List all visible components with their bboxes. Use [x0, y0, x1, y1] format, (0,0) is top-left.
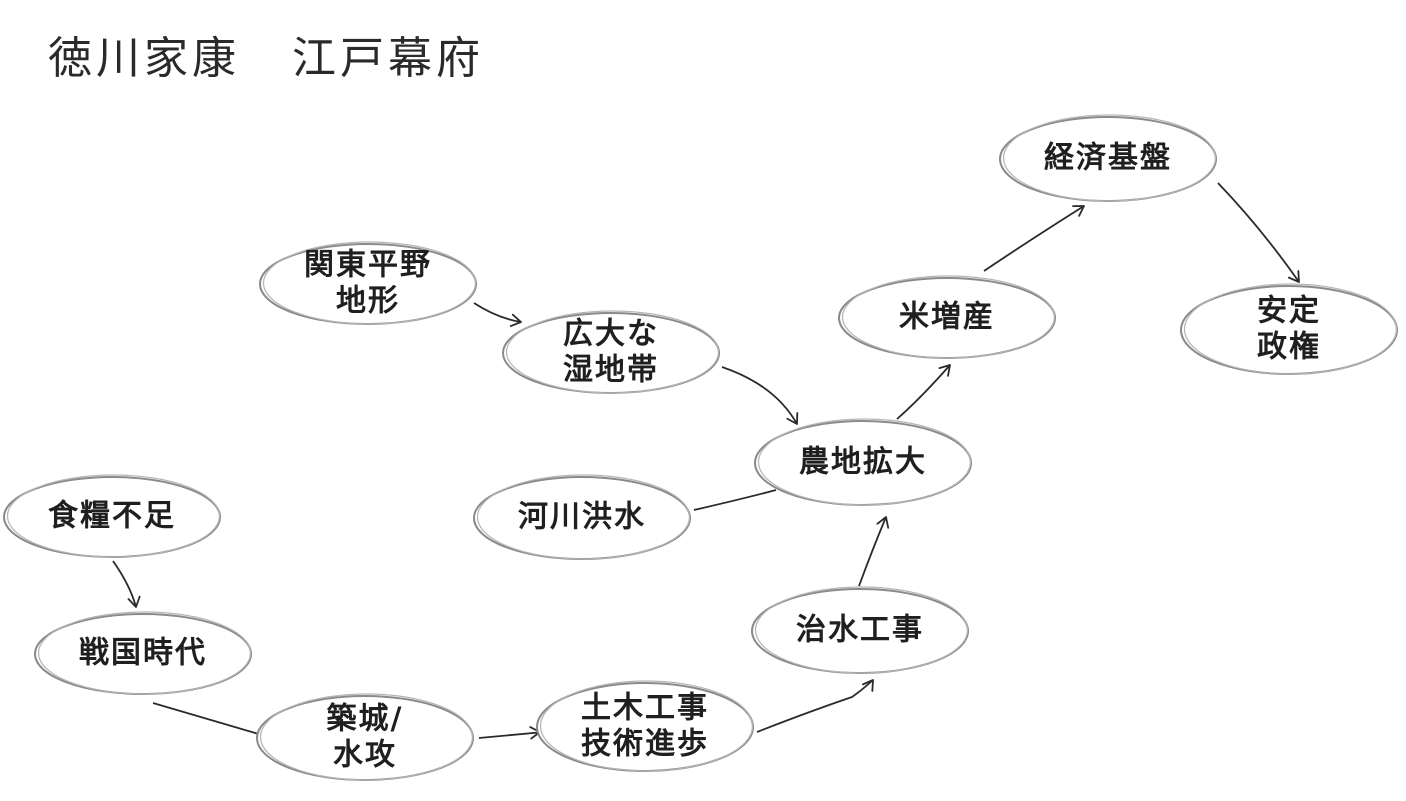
arrowhead-icon: [862, 679, 874, 692]
node-label: 米増産: [899, 300, 995, 335]
edge-line: [693, 489, 777, 511]
node-sengoku: 戦国時代: [34, 611, 252, 695]
arrowhead-icon: [786, 412, 799, 425]
node-ellipse-sketch: [1183, 283, 1398, 375]
edge-line: [112, 560, 137, 608]
node-label: 河川洪水: [518, 500, 646, 535]
node-label: 治水工事: [796, 613, 924, 648]
arrowhead-icon: [509, 313, 522, 327]
diagram-title: 徳川家康 江戸幕府: [48, 22, 484, 86]
node-label: 農地拡大: [799, 445, 927, 480]
node-kasen: 河川洪水: [473, 474, 691, 560]
node-kome: 米増産: [838, 275, 1056, 359]
node-label: 安定: [1257, 294, 1321, 329]
edge-shokuryo-to-sengoku: [112, 560, 141, 608]
node-label: 築城/: [327, 702, 404, 737]
node-ellipse-sketch: [841, 275, 1056, 359]
title-part-1: 徳川家康: [48, 33, 240, 84]
edge-line: [983, 205, 1085, 272]
edge-doboku-to-chisui: [756, 679, 874, 733]
node-label: 水攻: [333, 738, 397, 773]
edge-kanto-to-shicchi: [473, 302, 522, 327]
arrowhead-icon: [1288, 270, 1300, 283]
edge-nouchi-to-kome: [896, 364, 951, 420]
edge-chisui-to-nouchi: [858, 516, 890, 587]
edges-layer: [112, 182, 1300, 740]
node-nouchi: 農地拡大: [754, 418, 972, 506]
node-ellipse-sketch: [539, 680, 754, 772]
node-label: 土木工事: [581, 691, 709, 726]
edge-line: [721, 366, 798, 425]
edge-line: [858, 516, 887, 587]
node-label: 技術進歩: [581, 727, 709, 762]
edge-line: [756, 679, 874, 733]
edge-line: [1217, 182, 1300, 283]
node-ellipse-sketch: [37, 611, 252, 695]
node-ellipse-sketch: [6, 474, 221, 558]
node-ellipse-sketch: [1002, 114, 1217, 202]
title-part-2: 江戸幕府: [292, 33, 484, 84]
node-keizai: 経済基盤: [999, 114, 1217, 202]
node-ellipse-sketch: [259, 693, 474, 781]
node-ellipse-sketch: [262, 241, 477, 325]
node-label: 地形: [336, 284, 400, 319]
arrowhead-icon: [1072, 205, 1085, 217]
edge-line: [152, 702, 263, 736]
edge-sengoku-to-chikujo: [152, 702, 274, 740]
node-label: 湿地帯: [563, 353, 659, 388]
edge-line: [896, 364, 951, 420]
node-label: 関東平野: [304, 248, 432, 283]
edge-doboku-to-chikujo: [478, 726, 545, 740]
arrowhead-icon: [127, 595, 141, 608]
edge-keizai-to-antei: [1217, 182, 1300, 283]
node-shokuryo: 食糧不足: [3, 474, 221, 558]
node-label: 食糧不足: [48, 499, 176, 534]
edge-line: [473, 302, 522, 323]
node-ellipse-sketch: [505, 310, 720, 394]
node-ellipse-sketch: [476, 474, 691, 560]
edge-kome-to-keizai: [983, 205, 1085, 272]
nodes-layer: 関東平野地形広大な湿地帯農地拡大河川洪水米増産経済基盤安定政権食糧不足戦国時代築…: [3, 114, 1398, 781]
node-label: 政権: [1257, 330, 1321, 365]
node-ellipse-sketch: [754, 586, 969, 674]
arrowhead-icon: [876, 516, 890, 529]
node-chikujo: 築城/水攻: [256, 693, 474, 781]
node-chisui: 治水工事: [751, 586, 969, 674]
arrowhead-icon: [938, 364, 951, 377]
node-label: 戦国時代: [79, 636, 207, 671]
edge-shicchi-to-nouchi: [721, 366, 799, 425]
node-label: 広大な: [563, 317, 659, 352]
node-ellipse-sketch: [757, 418, 972, 506]
node-label: 経済基盤: [1044, 141, 1172, 176]
edge-kasen-to-nouchi: [693, 489, 777, 511]
